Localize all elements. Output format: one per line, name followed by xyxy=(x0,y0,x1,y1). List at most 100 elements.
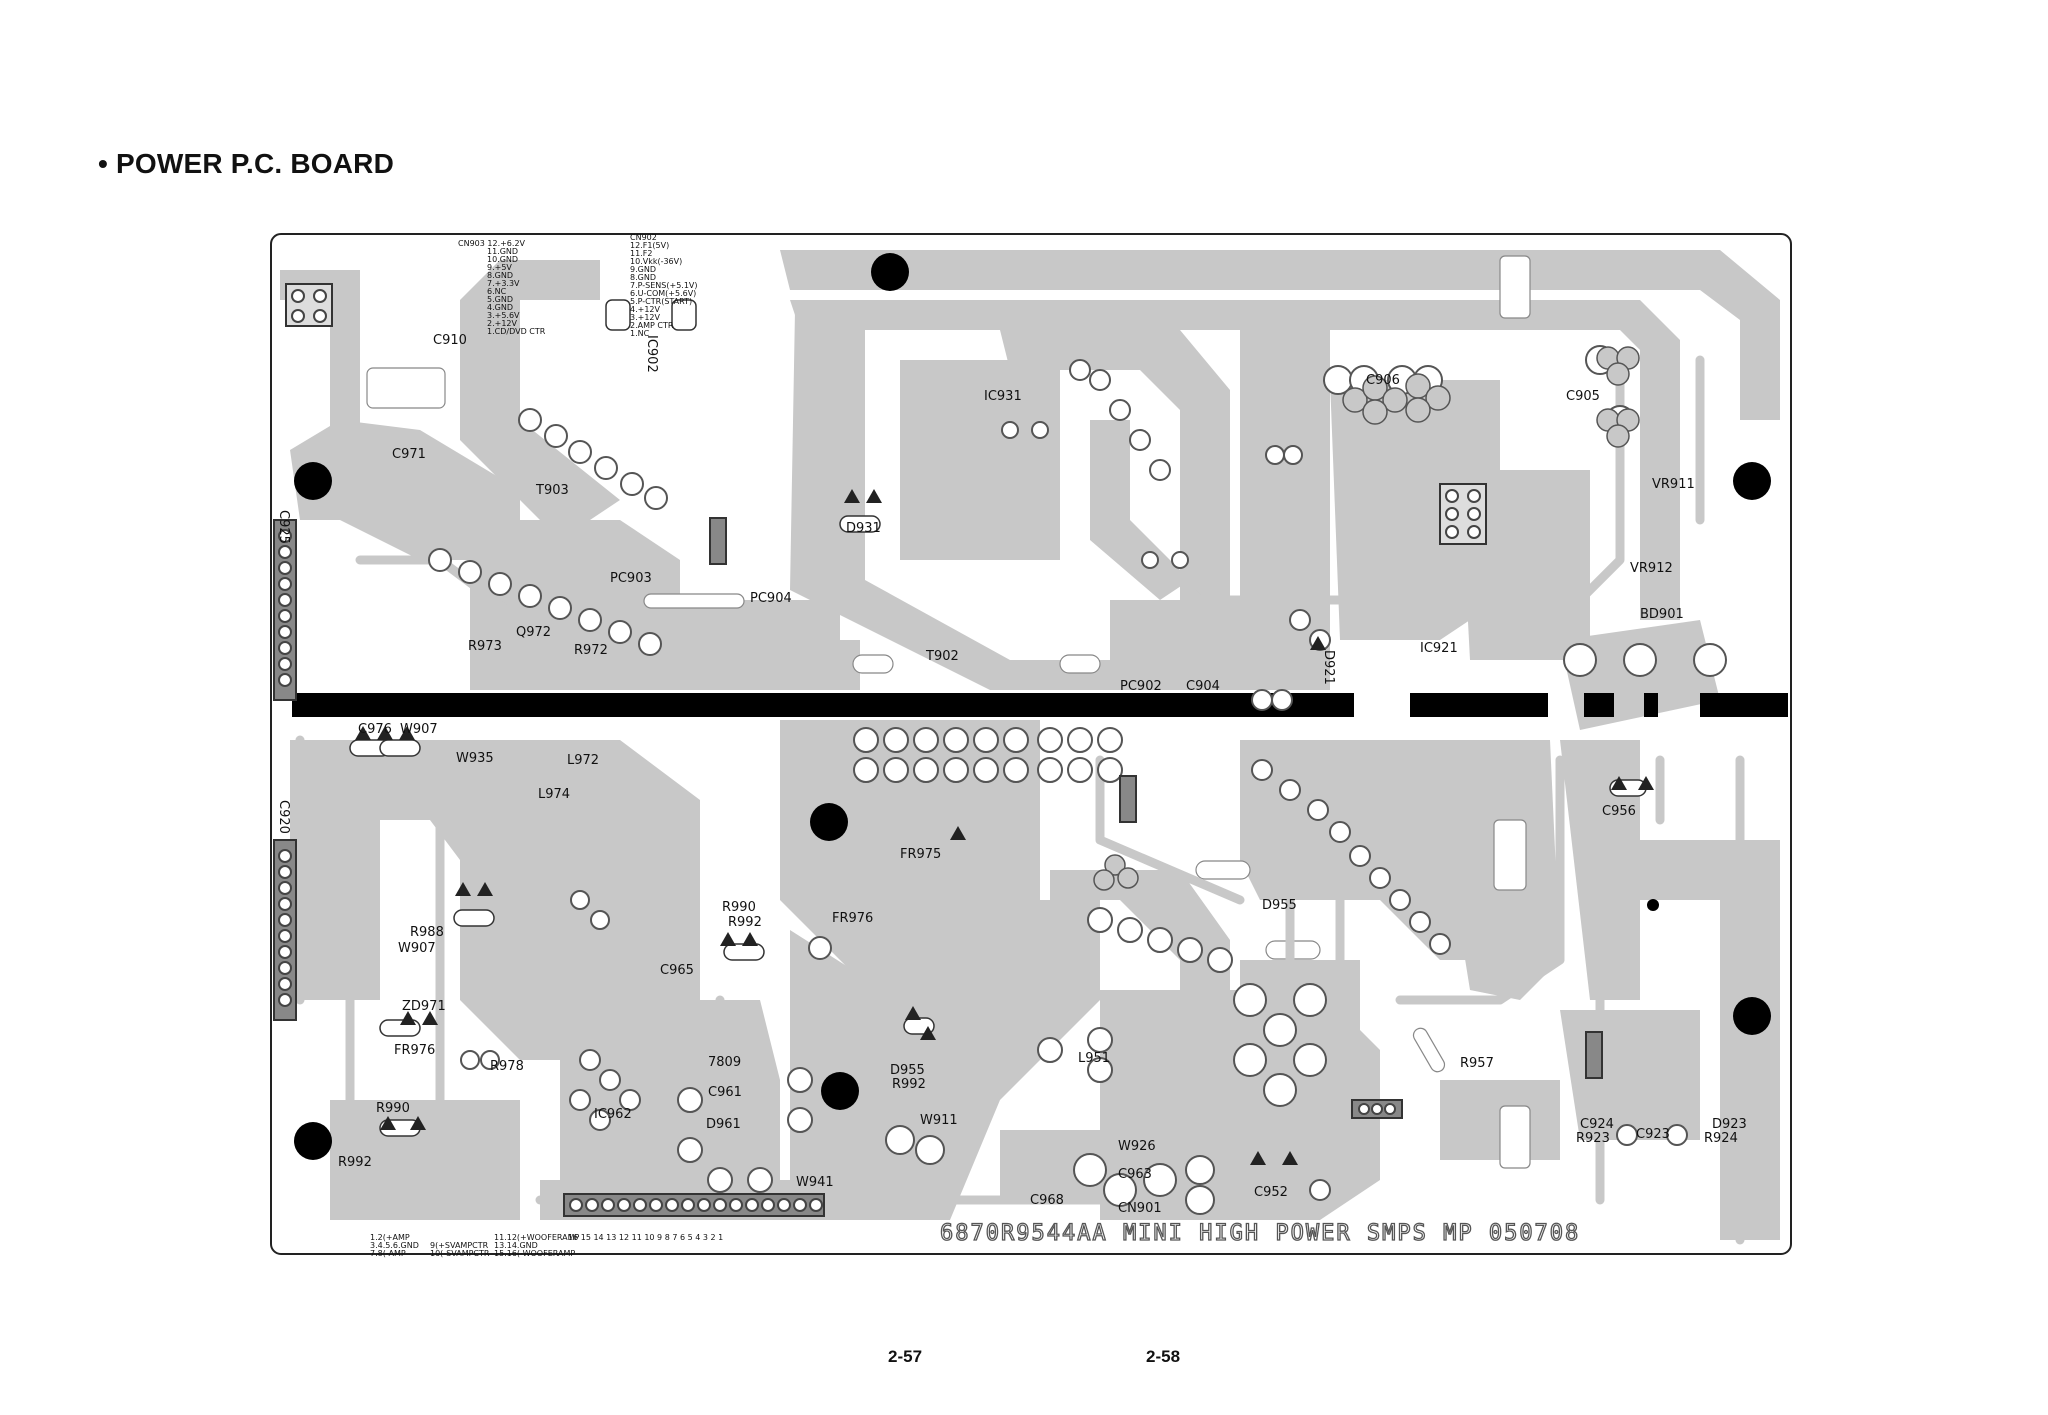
label-ic962: R990 xyxy=(722,900,756,915)
cn902-pin-7: 6.U-COM(+5.6V) xyxy=(630,289,696,298)
label-d961: FR975 xyxy=(900,847,941,862)
mounting-holes xyxy=(294,253,1771,1160)
label-bk: R923 xyxy=(1576,1131,1610,1146)
cn902-pin-0: CN902 xyxy=(630,233,657,242)
page-number-right: 2-58 xyxy=(1146,1347,1181,1366)
cn902-pin-5: 8.GND xyxy=(630,273,656,282)
silkscreen-labels: C910 C971 T903 PC903 PC904 IC902 IC931 D… xyxy=(276,333,1747,1216)
label-cn900: C923 xyxy=(1636,1127,1670,1142)
cn902-pin-2: 11.F2 xyxy=(630,249,652,258)
cn903-pin-2: 10.GND xyxy=(487,255,518,264)
label-7809-b: R992 xyxy=(892,1077,926,1092)
cn902-pin-12: 1.NC xyxy=(630,329,650,338)
label-d955: W926 xyxy=(1118,1139,1156,1154)
label-pc903: PC903 xyxy=(610,571,652,586)
cn903-pinout: CN903 12.+6.2V 11.GND 10.GND 9.+5V 8.GND… xyxy=(458,239,546,336)
label-c978: R978 xyxy=(490,1059,524,1074)
label-c977: L974 xyxy=(538,787,570,802)
cn901-pin-2: 7.8(-AMP xyxy=(370,1249,406,1258)
cn901-pin-4: 10(-SVAMPCTR xyxy=(430,1249,490,1258)
label-ic952: D955 xyxy=(890,1063,925,1078)
clearance-slots xyxy=(366,255,1531,1169)
cn902-pin-11: 2.AMP CTR xyxy=(630,321,674,330)
label-d967: D961 xyxy=(706,1117,741,1132)
label-c961: FR976 xyxy=(832,911,873,926)
cn901-pin-0: 1.2(+AMP xyxy=(370,1233,410,1242)
label-7809-a: R992 xyxy=(728,915,762,930)
label-d956: C963 xyxy=(1118,1167,1152,1182)
cn901-pin-1: 3.4.5.6.GND xyxy=(370,1241,419,1250)
regulator-ics xyxy=(355,489,1654,1165)
cn901-pin-numbers: 16 15 14 13 12 11 10 9 8 7 6 5 4 3 2 1 xyxy=(568,1233,723,1242)
cn903-pin-4: 8.GND xyxy=(487,271,513,280)
label-c971: C971 xyxy=(392,447,426,462)
small-components xyxy=(349,299,1647,1137)
cn903-pin-5: 7.+3.3V xyxy=(487,279,520,288)
label-ic902: IC902 xyxy=(644,335,659,373)
cn902-pin-1: 12.F1(5V) xyxy=(630,241,669,250)
cn903-pin-9: 3.+5.6V xyxy=(487,311,520,320)
label-t903: T903 xyxy=(535,483,569,498)
cn901-pin-3: 9(+SVAMPCTR xyxy=(430,1241,489,1250)
label-pc902: PC902 xyxy=(1120,679,1162,694)
cn903-pin-1: 11.GND xyxy=(487,247,518,256)
mask-bars xyxy=(292,693,1788,717)
cn902-pin-3: 10.Vkk(-36V) xyxy=(630,257,682,266)
label-d966: C961 xyxy=(708,1085,742,1100)
cn901-pinout: 1.2(+AMP 3.4.5.6.GND 7.8(-AMP 9(+SVAMPCT… xyxy=(370,1233,723,1258)
label-cn901: W941 xyxy=(796,1175,834,1190)
label-c962: IC962 xyxy=(594,1107,632,1122)
cn903-pin-11: 1.CD/DVD CTR xyxy=(487,327,546,336)
cn903-pin-3: 9.+5V xyxy=(487,263,512,272)
label-l951: C968 xyxy=(1030,1193,1064,1208)
label-c906: C906 xyxy=(1366,373,1400,388)
label-d977: R972 xyxy=(574,643,608,658)
label-br: C924 xyxy=(1580,1117,1614,1132)
label-78r05: W907 xyxy=(400,722,438,737)
label-bd901: BD901 xyxy=(1640,607,1684,622)
connector-pins xyxy=(273,283,1603,1217)
cn903-pin-8: 4.GND xyxy=(487,303,513,312)
label-c986: L972 xyxy=(567,753,599,768)
label-trc901: C956 xyxy=(1602,804,1636,819)
cn901-pin-6: 13.14.GND xyxy=(494,1241,538,1250)
cn902-pin-4: 9.GND xyxy=(630,265,656,274)
label-278r12: R992 xyxy=(338,1155,372,1170)
cn903-pin-10: 2.+12V xyxy=(487,319,518,328)
label-ic973: R990 xyxy=(376,1101,410,1116)
cn902-pin-6: 7.P-SENS(+5.1V) xyxy=(630,281,698,290)
label-bl: D923 xyxy=(1712,1117,1747,1132)
label-t901: D955 xyxy=(1262,898,1297,913)
label-d974: R973 xyxy=(468,639,502,654)
board-marking: 6870R9544AA MINI HIGH POWER SMPS MP 0507… xyxy=(940,1221,1580,1246)
label-c952: W911 xyxy=(920,1113,958,1128)
cn901-pin-5: 11.12(+WOOFERAMP xyxy=(494,1233,579,1242)
label-d965: 7809 xyxy=(708,1055,741,1070)
label-l961: C965 xyxy=(660,963,694,978)
label-pc901: R957 xyxy=(1460,1056,1494,1071)
label-c905: C905 xyxy=(1566,389,1600,404)
page-number-left: 2-57 xyxy=(888,1347,923,1366)
cn902-pin-9: 4.+12V xyxy=(630,305,661,314)
page-title: • POWER P.C. BOARD xyxy=(98,148,395,179)
label-c951: L951 xyxy=(1078,1051,1110,1066)
label-ic971: R988 xyxy=(410,925,444,940)
label-278r05: W907 xyxy=(398,941,436,956)
label-c910: C910 xyxy=(433,333,467,348)
cn903-pin-6: 6.NC xyxy=(487,287,507,296)
cn901-pin-7: 15.16(-WOOFERAMP xyxy=(494,1249,575,1258)
label-d957: CN901 xyxy=(1118,1201,1162,1216)
label-cn902: C925 xyxy=(276,510,291,544)
label-d975: Q972 xyxy=(516,625,551,640)
label-ic975: C976 xyxy=(358,722,392,737)
label-vr911: VR911 xyxy=(1652,477,1695,492)
label-278r33: FR976 xyxy=(394,1043,435,1058)
label-ic931: IC931 xyxy=(984,389,1022,404)
label-wh: R924 xyxy=(1704,1131,1738,1146)
label-d931: D931 xyxy=(846,521,881,536)
label-d951: C952 xyxy=(1254,1185,1288,1200)
label-ic972: ZD971 xyxy=(402,999,446,1014)
label-ic921: IC921 xyxy=(1420,641,1458,656)
cn903-pin-7: 5.GND xyxy=(487,295,513,304)
